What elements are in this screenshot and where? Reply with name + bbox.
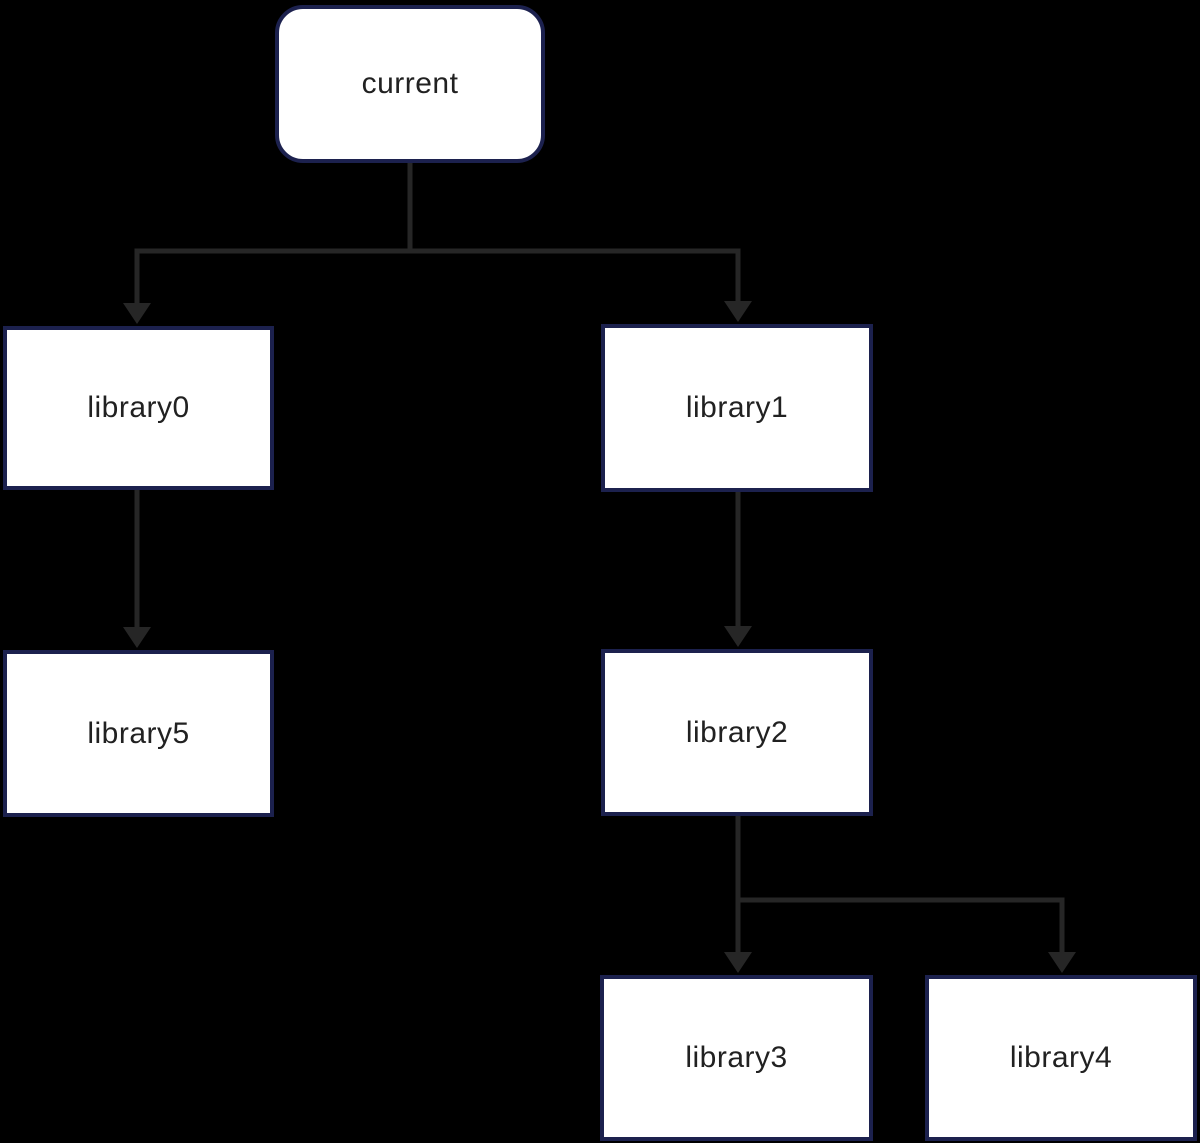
edge-library2-library4 <box>738 897 1065 957</box>
arrowhead-library1 <box>724 301 752 322</box>
node-library3: library3 <box>600 975 873 1141</box>
node-library2: library2 <box>601 649 873 816</box>
node-library2-label: library2 <box>685 715 789 749</box>
node-library4-label: library4 <box>1009 1041 1113 1074</box>
node-library4: library4 <box>925 975 1197 1141</box>
node-library1-label: library1 <box>685 391 789 424</box>
arrowhead-library5 <box>123 627 151 648</box>
arrowhead-library4 <box>1048 952 1076 973</box>
node-library5-label: library5 <box>87 716 190 750</box>
node-current: current <box>275 5 545 163</box>
node-library5: library5 <box>3 650 274 817</box>
node-current-label: current <box>361 67 459 100</box>
edge-current-split <box>134 248 741 308</box>
node-library0: library0 <box>3 326 274 490</box>
arrowhead-library2 <box>724 626 752 647</box>
node-library0-label: library0 <box>87 391 190 424</box>
arrowhead-library3 <box>724 952 752 973</box>
node-library1: library1 <box>601 324 873 492</box>
arrowhead-library0 <box>123 303 151 324</box>
node-library3-label: library3 <box>685 1041 788 1074</box>
